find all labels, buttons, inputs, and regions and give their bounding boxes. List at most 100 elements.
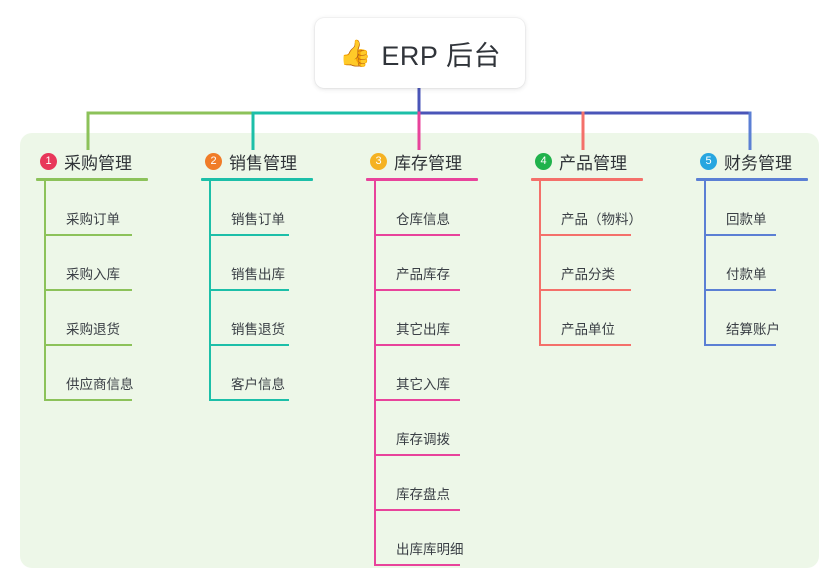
- leaf-rule: [374, 399, 460, 401]
- branch-leaf-item[interactable]: 付款单: [696, 236, 826, 291]
- branch-spine: [44, 181, 46, 401]
- branch-spine: [704, 181, 706, 346]
- branch-title: 财务管理: [724, 153, 792, 173]
- branch-header-1[interactable]: 1 采购管理: [36, 148, 186, 174]
- leaf-rule: [539, 344, 631, 346]
- leaf-rule: [374, 454, 460, 456]
- branch-children: 采购订单采购入库采购退货供应商信息: [36, 181, 186, 401]
- branch-header-rule: [36, 178, 148, 181]
- leaf-label: 出库库明细: [396, 542, 464, 557]
- branch-number-badge: 2: [205, 152, 222, 170]
- branch-leaf-item[interactable]: 产品库存: [366, 236, 516, 291]
- leaf-label: 产品单位: [561, 322, 615, 337]
- leaf-rule: [209, 399, 289, 401]
- leaf-label: 销售订单: [231, 212, 285, 227]
- leaf-label: 客户信息: [231, 377, 285, 392]
- branch-children: 销售订单销售出库销售退货客户信息: [201, 181, 351, 401]
- branch-leaf-item[interactable]: 出库库明细: [366, 511, 516, 566]
- diagram-background-panel: [20, 133, 819, 568]
- leaf-label: 回款单: [726, 212, 767, 227]
- leaf-rule: [539, 289, 631, 291]
- leaf-rule: [704, 234, 776, 236]
- leaf-label: 其它入库: [396, 377, 450, 392]
- branch-column-2: 2 销售管理销售订单销售出库销售退货客户信息: [201, 148, 351, 401]
- leaf-rule: [44, 234, 132, 236]
- branch-title: 库存管理: [394, 153, 462, 173]
- leaf-label: 其它出库: [396, 322, 450, 337]
- branch-leaf-item[interactable]: 其它出库: [366, 291, 516, 346]
- leaf-rule: [704, 344, 776, 346]
- leaf-label: 库存调拨: [396, 432, 450, 447]
- branch-title: 采购管理: [64, 153, 132, 173]
- branch-leaf-item[interactable]: 销售订单: [201, 181, 351, 236]
- leaf-rule: [374, 344, 460, 346]
- leaf-label: 供应商信息: [66, 377, 134, 392]
- leaf-rule: [44, 289, 132, 291]
- branch-header-rule: [201, 178, 313, 181]
- branch-header-rule: [366, 178, 478, 181]
- branch-title: 销售管理: [229, 153, 297, 173]
- branch-header-4[interactable]: 4 产品管理: [531, 148, 681, 174]
- branch-header-5[interactable]: 5 财务管理: [696, 148, 826, 174]
- leaf-label: 销售出库: [231, 267, 285, 282]
- leaf-rule: [209, 344, 289, 346]
- leaf-label: 仓库信息: [396, 212, 450, 227]
- branch-leaf-item[interactable]: 库存盘点: [366, 456, 516, 511]
- leaf-label: 销售退货: [231, 322, 285, 337]
- branch-column-5: 5 财务管理回款单付款单结算账户: [696, 148, 826, 346]
- leaf-rule: [44, 344, 132, 346]
- branch-header-rule: [696, 178, 808, 181]
- branch-leaf-item[interactable]: 结算账户: [696, 291, 826, 346]
- branch-leaf-item[interactable]: 采购订单: [36, 181, 186, 236]
- branch-header-3[interactable]: 3 库存管理: [366, 148, 516, 174]
- branch-leaf-item[interactable]: 供应商信息: [36, 346, 186, 401]
- branch-spine: [209, 181, 211, 401]
- branch-title: 产品管理: [559, 153, 627, 173]
- branch-number-badge: 4: [535, 152, 552, 170]
- branch-leaf-item[interactable]: 仓库信息: [366, 181, 516, 236]
- leaf-label: 采购订单: [66, 212, 120, 227]
- branch-leaf-item[interactable]: 采购退货: [36, 291, 186, 346]
- branch-leaf-item[interactable]: 回款单: [696, 181, 826, 236]
- leaf-rule: [44, 399, 132, 401]
- branch-leaf-item[interactable]: 采购入库: [36, 236, 186, 291]
- branch-number-badge: 3: [370, 152, 387, 170]
- leaf-label: 采购入库: [66, 267, 120, 282]
- branch-children: 产品（物料） 产品分类产品单位: [531, 181, 681, 346]
- leaf-rule: [374, 234, 460, 236]
- branch-spine: [539, 181, 541, 346]
- leaf-label: 产品库存: [396, 267, 450, 282]
- branch-number-badge: 5: [700, 152, 717, 170]
- thumbs-up-icon: 👍: [339, 38, 372, 68]
- leaf-rule: [374, 289, 460, 291]
- root-node-card[interactable]: 👍 ERP 后台: [315, 18, 525, 88]
- branch-leaf-item[interactable]: 产品分类: [531, 236, 681, 291]
- branch-leaf-item[interactable]: 库存调拨: [366, 401, 516, 456]
- branch-number-badge: 1: [40, 152, 57, 170]
- branch-leaf-item[interactable]: 销售退货: [201, 291, 351, 346]
- branch-column-1: 1 采购管理采购订单采购入库采购退货供应商信息: [36, 148, 186, 401]
- branch-children: 仓库信息产品库存其它出库其它入库库存调拨库存盘点出库库明细: [366, 181, 516, 566]
- leaf-label: 采购退货: [66, 322, 120, 337]
- branch-leaf-item[interactable]: 产品单位: [531, 291, 681, 346]
- leaf-label: 结算账户: [726, 322, 780, 337]
- leaf-rule: [539, 234, 631, 236]
- branch-leaf-item[interactable]: 产品（物料）: [531, 181, 681, 236]
- branch-leaf-item[interactable]: 销售出库: [201, 236, 351, 291]
- branch-leaf-item[interactable]: 客户信息: [201, 346, 351, 401]
- leaf-label: 库存盘点: [396, 487, 450, 502]
- branch-column-4: 4 产品管理产品（物料） 产品分类产品单位: [531, 148, 681, 346]
- branch-header-2[interactable]: 2 销售管理: [201, 148, 351, 174]
- leaf-label: 产品（物料）: [561, 212, 642, 227]
- leaf-rule: [209, 234, 289, 236]
- branch-children: 回款单付款单结算账户: [696, 181, 826, 346]
- leaf-rule: [374, 509, 460, 511]
- leaf-label: 付款单: [726, 267, 767, 282]
- leaf-rule: [209, 289, 289, 291]
- branch-header-rule: [531, 178, 643, 181]
- branch-leaf-item[interactable]: 其它入库: [366, 346, 516, 401]
- leaf-label: 产品分类: [561, 267, 615, 282]
- leaf-rule: [704, 289, 776, 291]
- branch-spine: [374, 181, 376, 566]
